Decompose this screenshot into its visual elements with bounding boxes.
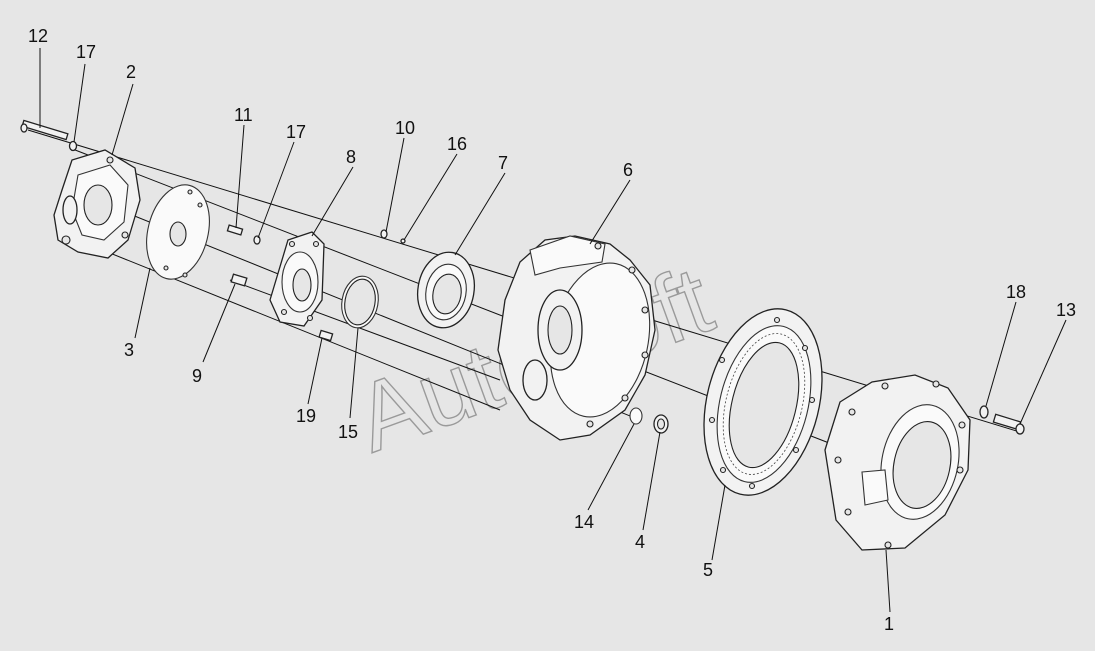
callout-15: 15 [338,422,358,442]
part-9-dowel [230,273,248,287]
callout-17: 17 [76,42,96,62]
callout-11: 11 [234,105,253,125]
part-18-washer [979,405,989,419]
part-3-gasket-plate [146,184,210,280]
callout-6: 6 [623,160,633,180]
callout-17: 17 [286,122,306,142]
callout-5: 5 [703,560,713,580]
callout-2: 2 [126,62,136,82]
part-11-pin [226,224,244,236]
callout-18: 18 [1006,282,1026,302]
part-2-cover [53,149,141,259]
part-5-ring-gear [703,308,823,496]
part-4-bushing [653,414,669,434]
part-8-bearing-carrier [269,231,325,327]
callout-10: 10 [395,118,415,138]
part-7-seal-ring [416,251,476,329]
part-14-small-ring [629,407,643,425]
callout-labels: 12 17 2 3 9 11 17 8 19 15 10 16 7 6 14 4… [28,26,1076,634]
part-13-bolt [992,413,1025,435]
part-12-bolt [20,119,69,141]
part-1-end-cover [824,374,971,551]
part-17-washer-left [68,140,78,152]
part-6-gearbox-housing [497,235,656,441]
callout-12: 12 [28,26,48,46]
callout-8: 8 [346,147,356,167]
callout-16: 16 [447,134,467,154]
callout-13: 13 [1056,300,1076,320]
callout-14: 14 [574,512,594,532]
callout-4: 4 [635,532,645,552]
callout-9: 9 [192,366,202,386]
callout-19: 19 [296,406,316,426]
part-19-dowel [318,329,334,342]
callout-1: 1 [884,614,894,634]
part-10-screw [380,229,388,239]
part-17-washer-right [253,235,261,245]
callout-3: 3 [124,340,134,360]
leader-lines [39,48,1067,613]
callout-7: 7 [498,153,508,173]
